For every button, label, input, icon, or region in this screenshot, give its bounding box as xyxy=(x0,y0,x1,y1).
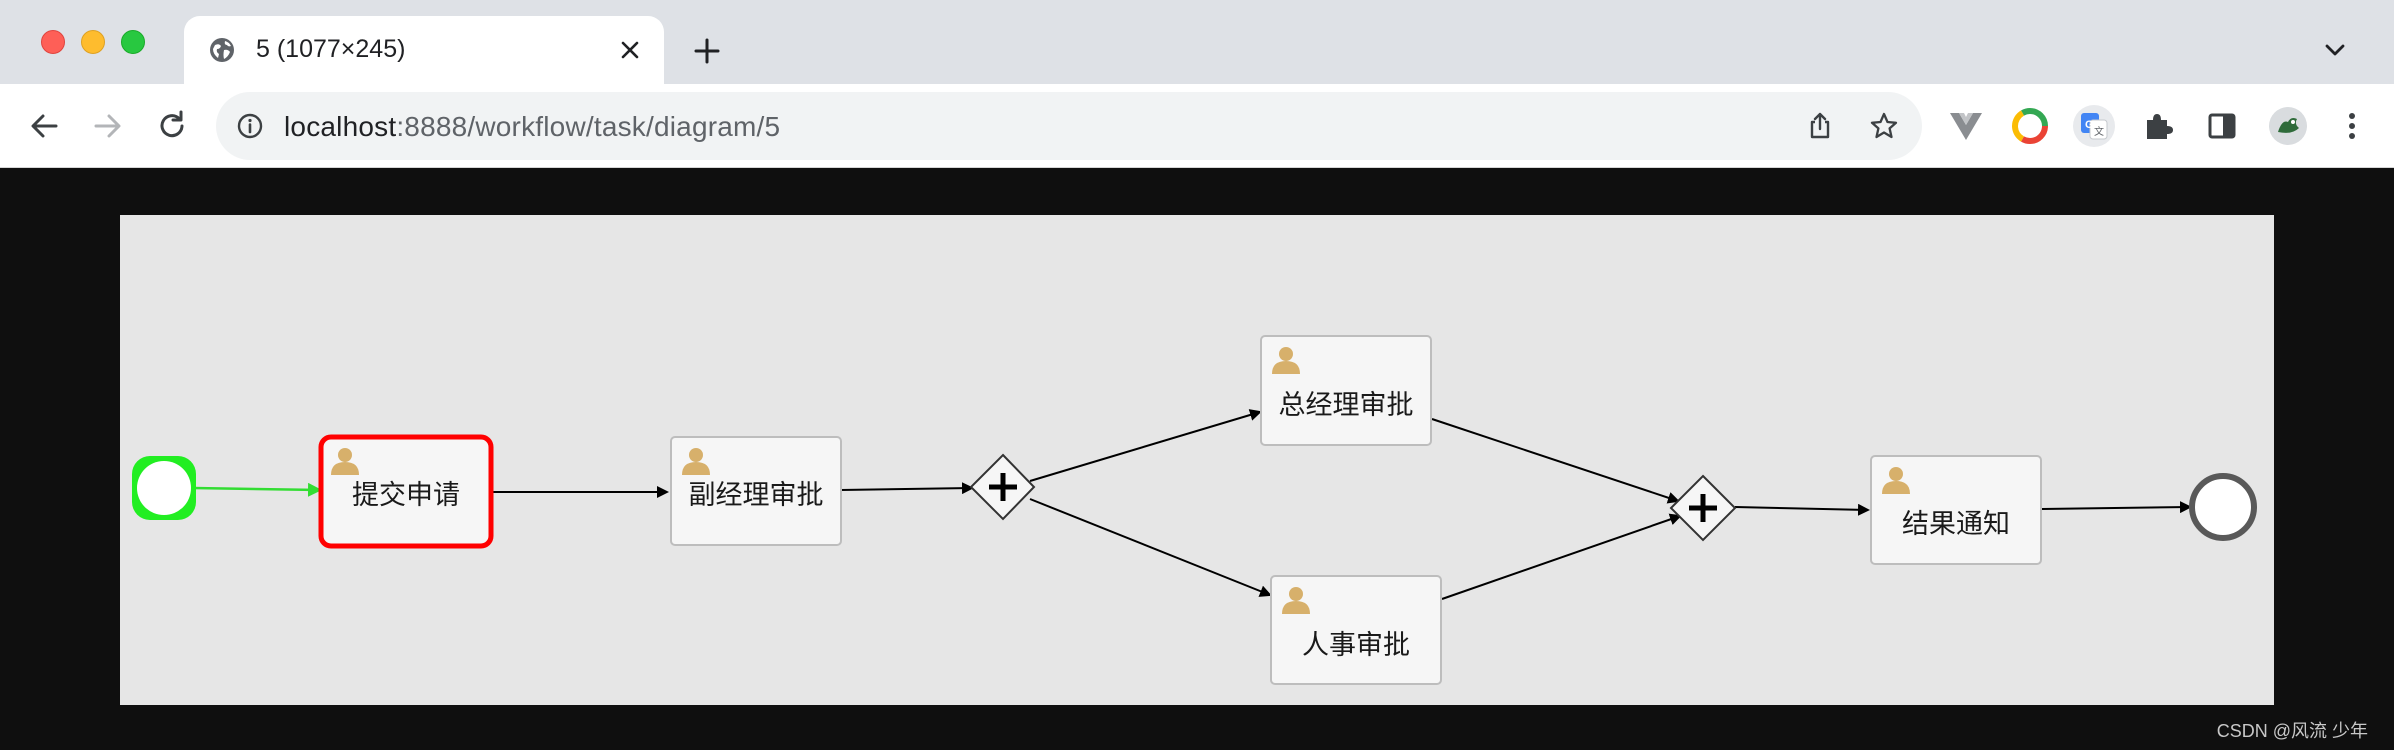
tab-strip: 5 (1077×245) xyxy=(0,0,2394,84)
flow-start-to-submit xyxy=(192,482,322,497)
parallel-gateway-join[interactable] xyxy=(1669,474,1737,542)
flow-join-to-notify xyxy=(1734,503,1870,516)
tab-title: 5 (1077×245) xyxy=(256,35,406,63)
back-arrow-icon[interactable] xyxy=(24,106,64,146)
flow-gateway-to-hr xyxy=(1029,498,1272,597)
process-diagram: 提交申请 副经理审批 总经理审批 人事审批 xyxy=(120,215,2274,705)
svg-text:文: 文 xyxy=(2094,125,2104,138)
share-icon[interactable] xyxy=(1804,110,1836,142)
chevron-down-icon[interactable] xyxy=(2318,36,2352,64)
task-label-notify: 结果通知 xyxy=(1902,509,2010,540)
parallel-gateway-fork[interactable] xyxy=(969,453,1036,521)
more-menu-icon[interactable] xyxy=(2330,104,2374,148)
svg-text:G: G xyxy=(2085,119,2094,131)
reload-icon[interactable] xyxy=(152,106,192,146)
bpmn-diagram-svg: 提交申请 副经理审批 总经理审批 人事审批 xyxy=(132,335,2257,685)
start-event[interactable] xyxy=(132,456,196,520)
close-window-button[interactable] xyxy=(41,30,65,54)
flow-gateway-to-gm xyxy=(1029,409,1262,482)
flow-hr-to-join xyxy=(1441,513,1682,600)
task-hr-approval[interactable]: 人事审批 xyxy=(1270,575,1442,685)
google-translate-icon[interactable]: G 文 xyxy=(2072,104,2116,148)
profile-avatar-icon[interactable] xyxy=(2266,104,2310,148)
forward-arrow-icon[interactable] xyxy=(88,106,128,146)
url-path: :8888/workflow/task/diagram/5 xyxy=(396,111,781,142)
flow-gm-to-join xyxy=(1431,418,1680,504)
task-deputy-manager-approval[interactable]: 副经理审批 xyxy=(670,436,842,546)
url-host: localhost xyxy=(284,111,397,142)
site-info-icon[interactable] xyxy=(236,112,264,140)
url-text[interactable]: localhost:8888/workflow/task/diagram/5 xyxy=(284,111,780,143)
globe-icon xyxy=(210,38,234,62)
flow-deputy-to-gateway xyxy=(840,482,974,495)
browser-toolbar: localhost:8888/workflow/task/diagram/5 G… xyxy=(0,84,2394,168)
close-tab-icon[interactable] xyxy=(616,36,644,64)
task-result-notification[interactable]: 结果通知 xyxy=(1870,455,2042,565)
task-label-submit: 提交申请 xyxy=(352,480,460,511)
flow-notify-to-end xyxy=(2041,501,2192,514)
chrome-color-icon[interactable] xyxy=(2008,104,2052,148)
bookmark-star-icon[interactable] xyxy=(1868,110,1900,142)
vue-devtools-icon[interactable] xyxy=(1944,104,1988,148)
end-event[interactable] xyxy=(2189,473,2257,541)
maximize-window-button[interactable] xyxy=(121,30,145,54)
address-bar[interactable]: localhost:8888/workflow/task/diagram/5 xyxy=(216,92,1922,160)
extensions-puzzle-icon[interactable] xyxy=(2136,104,2180,148)
task-label-hr: 人事审批 xyxy=(1302,630,1410,661)
task-label-deputy: 副经理审批 xyxy=(689,480,824,511)
active-tab[interactable]: 5 (1077×245) xyxy=(184,16,664,84)
watermark-text: CSDN @风流 少年 xyxy=(2216,721,2368,741)
task-general-manager-approval[interactable]: 总经理审批 xyxy=(1260,335,1432,446)
task-label-gm: 总经理审批 xyxy=(1279,390,1414,421)
minimize-window-button[interactable] xyxy=(81,30,105,54)
new-tab-icon[interactable] xyxy=(690,34,724,68)
side-panel-icon[interactable] xyxy=(2200,104,2244,148)
task-submit-application[interactable]: 提交申请 xyxy=(318,434,494,549)
